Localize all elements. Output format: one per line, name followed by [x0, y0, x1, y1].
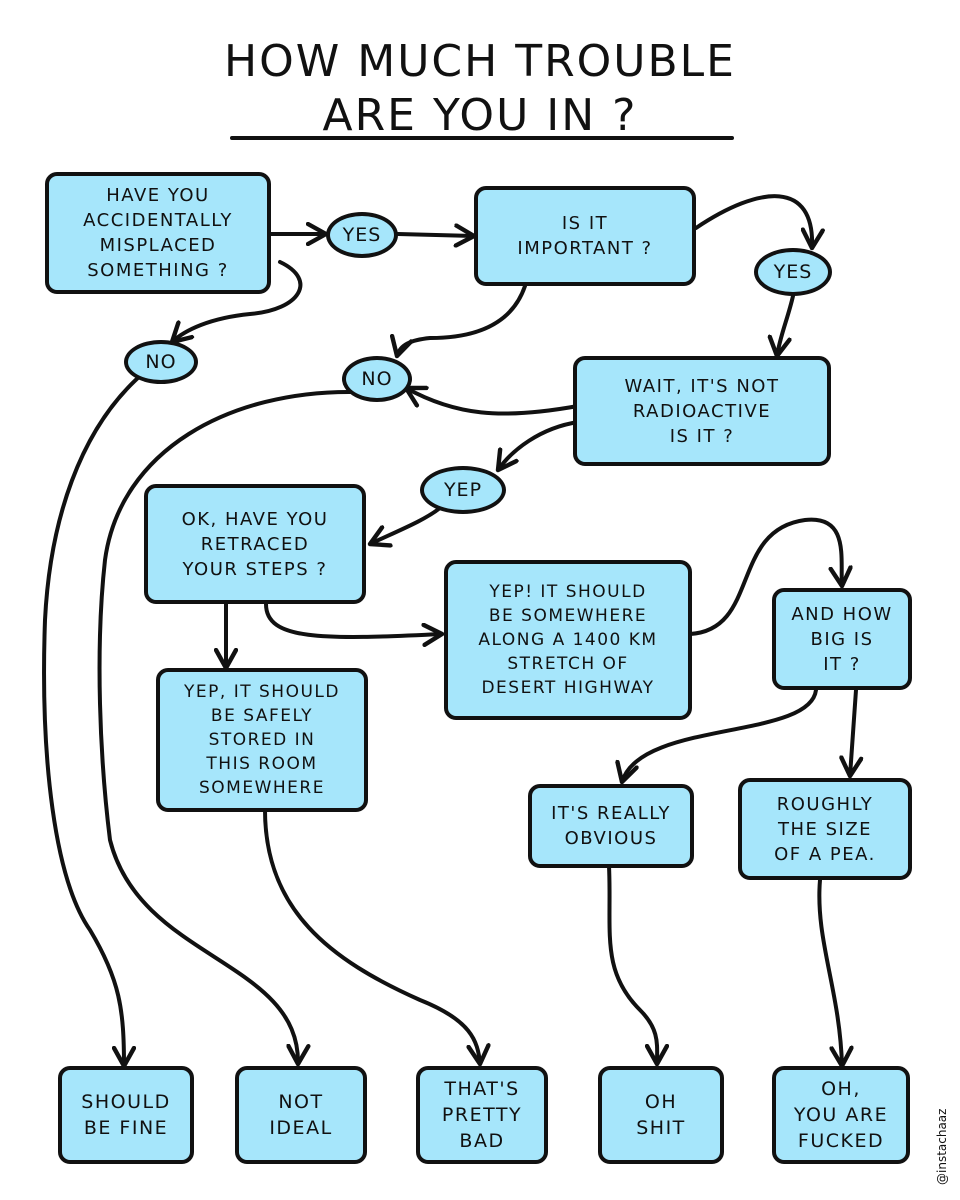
node-pea: Roughly the size of a pea.: [738, 778, 912, 880]
outcome-pretty-bad: That's pretty bad: [416, 1066, 548, 1164]
arrow-misplaced-to-no1: [172, 260, 303, 342]
outcome-should-be-fine: Should be fine: [58, 1066, 194, 1164]
answer-yes-1: Yes: [326, 212, 398, 258]
title-line-1: How Much Trouble: [224, 36, 736, 87]
answer-no-2: No: [342, 356, 412, 402]
node-room: Yep, it should be safely stored in this …: [156, 668, 368, 812]
arrow-important-to-no2: [397, 284, 527, 356]
node-radioactive: Wait, it's not radioactive is it ?: [573, 356, 831, 466]
arrow-yep-to-retraced: [370, 506, 442, 544]
arrow-howbig-to-pea: [850, 688, 856, 776]
node-important: Is it important ?: [474, 186, 696, 286]
arrow-room-to-prettybad: [263, 808, 480, 1064]
outcome-oh-shit: Oh shit: [598, 1066, 724, 1164]
arrow-desert-to-howbig: [688, 517, 842, 636]
arrow-no2-to-notideal: [97, 389, 357, 1064]
answer-yep: Yep: [420, 466, 506, 514]
node-how-big: And how big is it ?: [772, 588, 912, 690]
arrow-radioactive-to-no2: [406, 388, 580, 416]
answer-yes-2: Yes: [754, 248, 832, 296]
arrow-obvious-to-ohshit: [607, 864, 657, 1064]
outcome-you-are-fucked: Oh, you are fucked: [772, 1066, 910, 1164]
title-line-2: Are you in ?: [322, 90, 638, 141]
artist-credit: @instachaaz: [935, 1108, 949, 1185]
node-obvious: It's really obvious: [528, 784, 694, 868]
answer-no-1: No: [124, 340, 198, 384]
arrow-howbig-to-obvious: [622, 688, 818, 782]
arrow-no1-to-fine: [42, 374, 142, 1066]
arrow-radioactive-to-yep: [498, 420, 580, 470]
node-desert: Yep! It should be somewhere along a 1400…: [444, 560, 692, 720]
arrow-yes-to-important: [396, 234, 474, 236]
arrow-yes2-to-radioactive: [777, 294, 795, 356]
outcome-not-ideal: Not ideal: [235, 1066, 367, 1164]
arrow-retraced-to-desert: [264, 602, 442, 637]
node-misplaced: Have you accidentally misplaced somethin…: [45, 172, 271, 294]
arrow-important-to-yes2: [694, 194, 812, 248]
node-retraced: Ok, have you retraced your steps ?: [144, 484, 366, 604]
arrow-pea-to-fucked: [817, 878, 842, 1066]
